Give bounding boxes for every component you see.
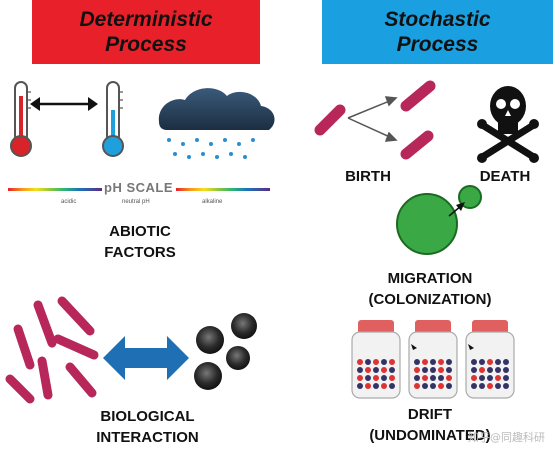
stochastic-title-line1: Stochastic <box>384 8 491 31</box>
stochastic-header: Stochastic Process <box>322 0 553 64</box>
interaction-arrow-icon <box>103 336 189 380</box>
thermometer-hot-icon <box>10 81 32 157</box>
biological-line2: INTERACTION <box>96 429 199 446</box>
biological-interaction-label: BIOLOGICAL INTERACTION <box>70 406 225 448</box>
death-label: DEATH <box>479 168 531 185</box>
biological-line1: BIOLOGICAL <box>100 408 195 425</box>
ph-alkaline-label: alkaline <box>202 199 223 205</box>
ph-scale-title: pH SCALE <box>104 180 173 195</box>
drift-jar-2-icon <box>408 320 458 399</box>
ph-scale-bar <box>8 188 270 191</box>
double-arrow-icon <box>30 97 98 111</box>
cocci-bacteria-icon <box>194 313 257 390</box>
deterministic-header: Deterministic Process <box>32 0 260 64</box>
skull-crossbones-icon <box>477 86 539 163</box>
drift-label: DRIFT (UNDOMINATED) <box>345 404 515 446</box>
migration-line2: (COLONIZATION) <box>368 291 492 308</box>
drift-line2: (UNDOMINATED) <box>369 427 491 444</box>
deterministic-title-line2: Process <box>105 33 187 56</box>
birth-label: BIRTH <box>345 168 391 185</box>
migration-circle-icon <box>396 185 482 255</box>
abiotic-line2: FACTORS <box>104 244 176 261</box>
abiotic-line1: ABIOTIC <box>109 223 171 240</box>
drift-line1: DRIFT <box>407 406 453 423</box>
rod-bacteria-icon <box>5 296 99 404</box>
drift-jar-1-icon <box>351 320 401 399</box>
birth-cells-icon <box>314 80 436 160</box>
ph-neutral-label: neutral pH <box>122 199 150 205</box>
deterministic-title-line1: Deterministic <box>79 8 213 31</box>
rain-cloud-icon <box>158 88 275 159</box>
thermometer-cold-icon <box>102 81 124 157</box>
ph-acidic-label: acidic <box>61 199 77 205</box>
stochastic-title-line2: Process <box>396 33 479 56</box>
migration-line1: MIGRATION <box>387 270 473 287</box>
watermark-text: 知乎@同趣科研 <box>468 431 545 444</box>
migration-label: MIGRATION (COLONIZATION) <box>345 268 515 310</box>
abiotic-factors-label: ABIOTIC FACTORS <box>90 221 190 263</box>
drift-jar-3-icon <box>465 320 515 399</box>
